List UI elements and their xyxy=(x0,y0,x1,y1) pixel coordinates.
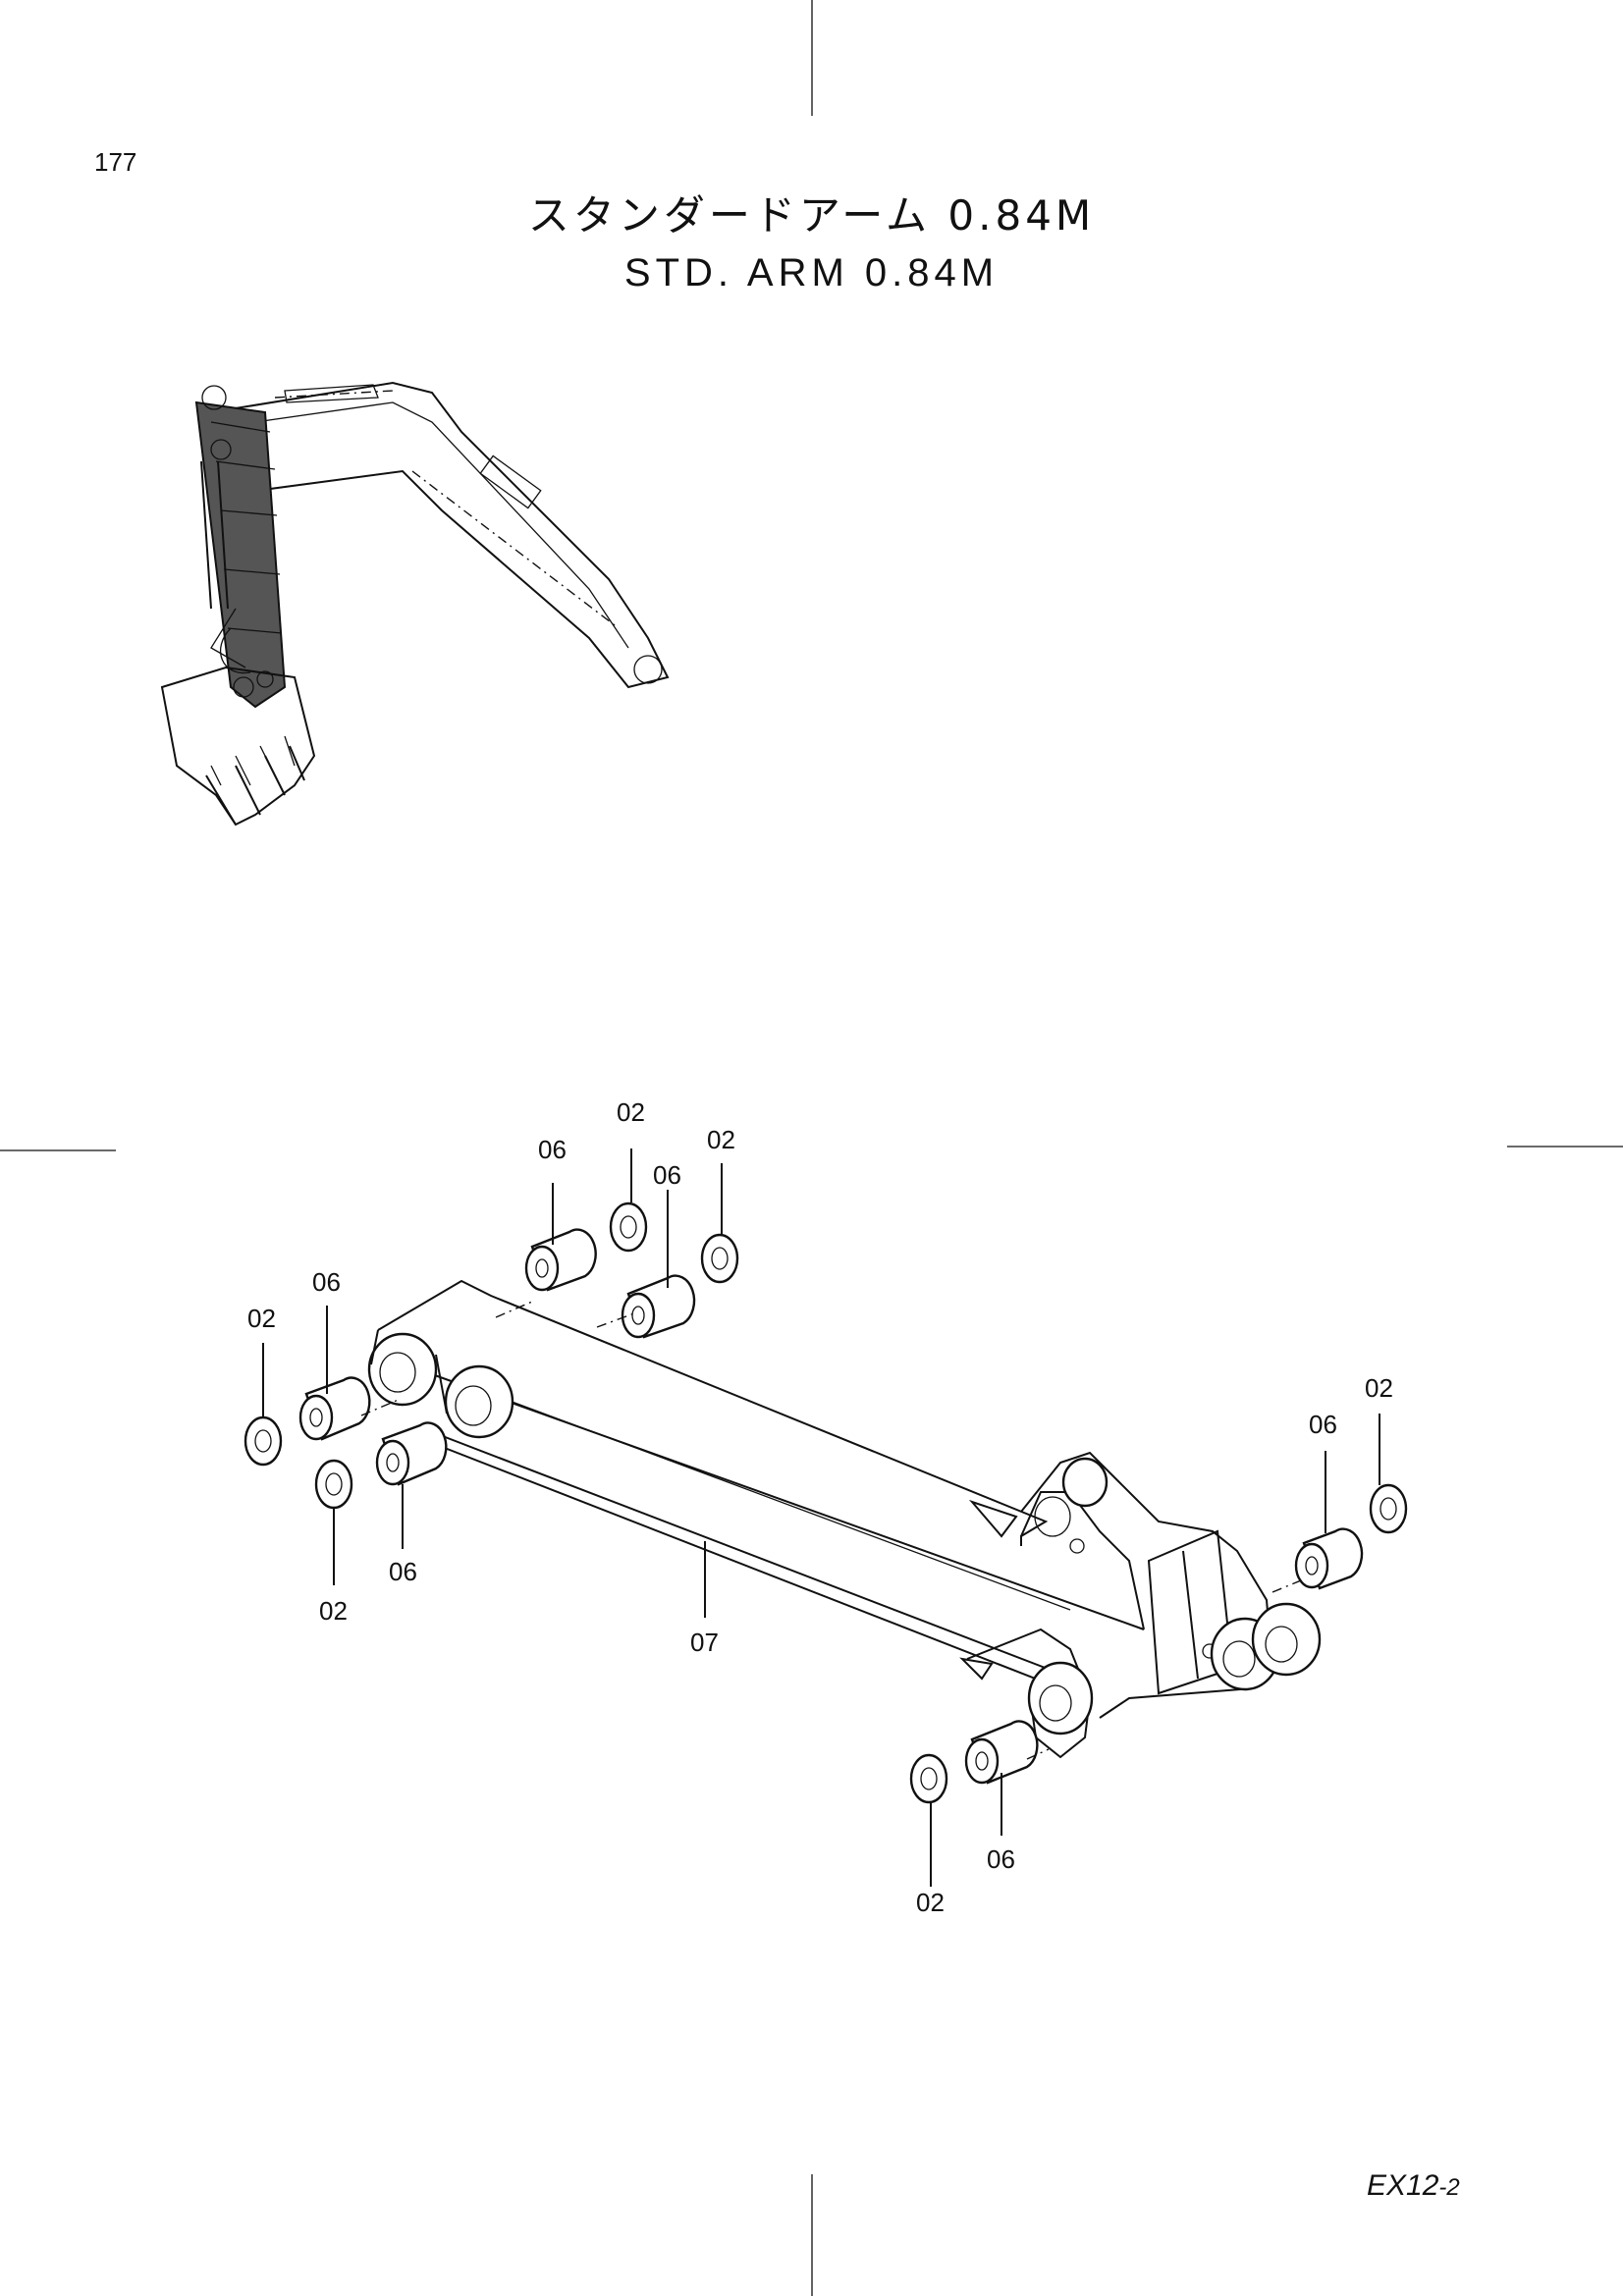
title-japanese: スタンダードアーム 0.84M xyxy=(527,191,1096,240)
callout-02-left-upper: 02 xyxy=(247,1304,276,1333)
document-code-suffix: -2 xyxy=(1438,2174,1460,2201)
overview-illustration xyxy=(160,381,670,827)
callout-02-top-right: 02 xyxy=(707,1125,735,1154)
document-code-main: EX12 xyxy=(1367,2169,1439,2202)
callout-06-right: 06 xyxy=(1309,1410,1337,1439)
leader-lines xyxy=(262,1148,1380,1887)
bushings xyxy=(243,1201,1408,1804)
callout-02-left-lower: 02 xyxy=(319,1596,348,1626)
callouts: 02 06 06 02 06 02 06 02 07 06 02 06 02 xyxy=(247,1097,1393,1917)
title-block: スタンダードアーム 0.84M STD. ARM 0.84M xyxy=(0,187,1623,300)
callout-02-bottom: 02 xyxy=(916,1888,945,1917)
callout-07-arm: 07 xyxy=(690,1628,719,1657)
callout-06-left-lower: 06 xyxy=(389,1557,417,1586)
document-code: EX12-2 xyxy=(1367,2169,1460,2203)
callout-02-right: 02 xyxy=(1365,1373,1393,1403)
callout-02-top: 02 xyxy=(617,1097,645,1127)
page-number: 177 xyxy=(94,147,137,177)
arm-assembly xyxy=(367,1279,1322,1759)
callout-06-left-upper: 06 xyxy=(312,1267,341,1297)
callout-06-bottom: 06 xyxy=(987,1844,1015,1874)
callout-06-top-left: 06 xyxy=(538,1135,567,1164)
title-english: STD. ARM 0.84M xyxy=(623,251,1000,294)
callout-06-top-mid: 06 xyxy=(653,1160,681,1190)
